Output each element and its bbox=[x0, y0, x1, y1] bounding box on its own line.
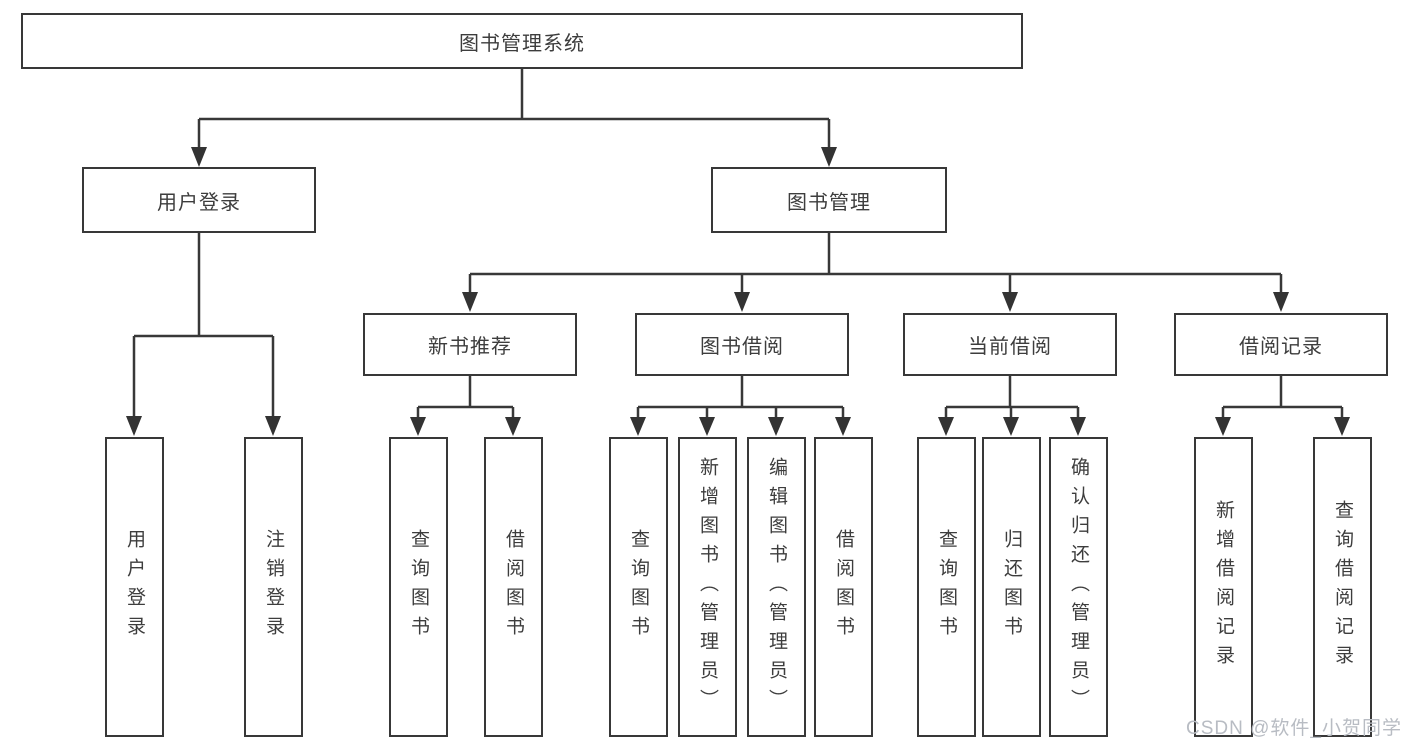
leaf-query-books-2-label: 查询图书 bbox=[628, 529, 649, 645]
node-new-book-recommend: 新书推荐 bbox=[363, 313, 577, 376]
node-root-label: 图书管理系统 bbox=[459, 32, 585, 55]
leaf-query-books-3: 查询图书 bbox=[917, 437, 976, 737]
leaf-return-book: 归还图书 bbox=[982, 437, 1041, 737]
node-borrow-records-label: 借阅记录 bbox=[1239, 336, 1323, 358]
csdn-watermark: CSDN @软件_小贺同学 bbox=[1186, 718, 1402, 739]
leaf-confirm-return-admin-label: 确认归还（管理员） bbox=[1068, 456, 1089, 718]
node-current-borrow-label: 当前借阅 bbox=[968, 336, 1052, 358]
leaf-edit-book-admin: 编辑图书（管理员） bbox=[747, 437, 806, 737]
leaf-edit-book-admin-label: 编辑图书（管理员） bbox=[766, 456, 787, 718]
leaf-query-books-1-label: 查询图书 bbox=[408, 529, 429, 645]
leaf-user-login: 用户登录 bbox=[105, 437, 164, 737]
leaf-logout-label: 注销登录 bbox=[263, 529, 284, 645]
leaf-user-login-label: 用户登录 bbox=[124, 529, 145, 645]
leaf-borrow-books-1: 借阅图书 bbox=[484, 437, 543, 737]
leaf-confirm-return-admin: 确认归还（管理员） bbox=[1049, 437, 1108, 737]
node-root: 图书管理系统 bbox=[21, 13, 1023, 69]
node-book-management: 图书管理 bbox=[711, 167, 947, 233]
node-borrow-records: 借阅记录 bbox=[1174, 313, 1388, 376]
node-book-management-label: 图书管理 bbox=[787, 191, 871, 214]
leaf-add-book-admin-label: 新增图书（管理员） bbox=[697, 456, 718, 718]
leaf-query-books-2: 查询图书 bbox=[609, 437, 668, 737]
leaf-add-borrow-record: 新增借阅记录 bbox=[1194, 437, 1253, 737]
leaf-add-book-admin: 新增图书（管理员） bbox=[678, 437, 737, 737]
leaf-query-books-1: 查询图书 bbox=[389, 437, 448, 737]
leaf-add-borrow-record-label: 新增借阅记录 bbox=[1213, 500, 1234, 674]
leaf-query-books-3-label: 查询图书 bbox=[936, 529, 957, 645]
node-user-login-label: 用户登录 bbox=[157, 191, 241, 214]
leaf-logout: 注销登录 bbox=[244, 437, 303, 737]
node-book-borrow: 图书借阅 bbox=[635, 313, 849, 376]
node-book-borrow-label: 图书借阅 bbox=[700, 336, 784, 358]
leaf-borrow-books-1-label: 借阅图书 bbox=[503, 529, 524, 645]
node-current-borrow: 当前借阅 bbox=[903, 313, 1117, 376]
node-user-login: 用户登录 bbox=[82, 167, 316, 233]
leaf-borrow-books-2: 借阅图书 bbox=[814, 437, 873, 737]
node-new-book-recommend-label: 新书推荐 bbox=[428, 336, 512, 358]
leaf-query-borrow-record: 查询借阅记录 bbox=[1313, 437, 1372, 737]
leaf-query-borrow-record-label: 查询借阅记录 bbox=[1332, 500, 1353, 674]
leaf-borrow-books-2-label: 借阅图书 bbox=[833, 529, 854, 645]
leaf-return-book-label: 归还图书 bbox=[1001, 529, 1022, 645]
